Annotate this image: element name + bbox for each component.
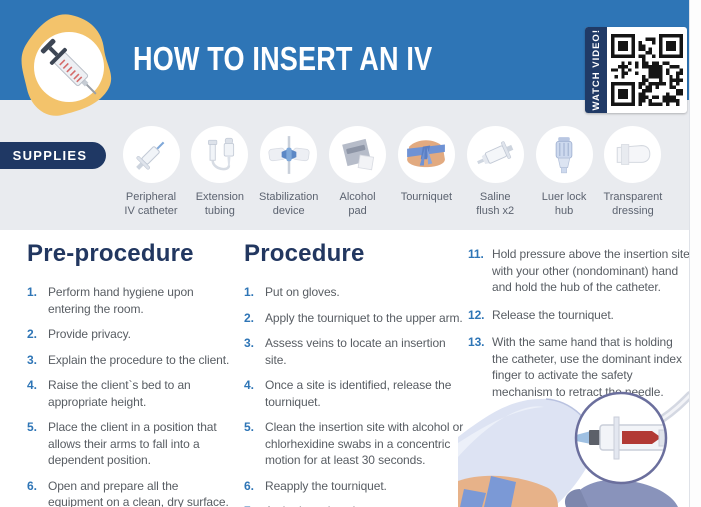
pre-step-5: 5.Place the client in a position that al… [27, 420, 217, 467]
qr-code [607, 27, 687, 113]
pre-step-1: 1.Perform hand hygiene upon entering the… [27, 285, 194, 316]
supplies-label: SUPPLIES [0, 142, 106, 169]
watch-video-banner: WATCH VIDEO! [585, 27, 607, 113]
procedure-continued-section: 11.Hold pressure above the insertion sit… [468, 246, 690, 411]
pre-step-6: 6.Open and prepare all the equipment on … [27, 478, 229, 507]
luer-lock-hub-icon [555, 136, 573, 173]
iv-insertion-illustration [458, 383, 689, 507]
pre-step-3: 3.Explain the procedure to the client. [27, 352, 230, 367]
extension-tubing-icon [207, 137, 234, 170]
procedure-heading: Procedure [244, 240, 365, 267]
proc-step-6: 6.Reapply the tourniquet. [244, 478, 387, 493]
syringe-logo-icon [21, 14, 112, 116]
pre-procedure-section: Pre-procedure 1.Perform hand hygiene upo… [27, 240, 235, 507]
proc-step-2: 2.Apply the tourniquet to the upper arm. [244, 310, 463, 325]
proc-step-4: 4.Once a site is identified, release the… [244, 378, 452, 409]
stabilization-device-icon [268, 135, 310, 174]
procedure-section: Procedure 1.Put on gloves. 2.Apply the t… [244, 240, 465, 507]
page-title: HOW TO INSERT AN IV [133, 40, 433, 77]
pre-step-2: 2.Provide privacy. [27, 327, 131, 341]
transparent-dressing-icon [616, 143, 651, 165]
watch-video-qr: WATCH VIDEO! [585, 27, 687, 113]
saline-flush-icon [477, 140, 514, 164]
pre-procedure-heading: Pre-procedure [27, 240, 194, 267]
proc-step-7: 7.At the insertion site, use your nondom… [244, 503, 465, 507]
tourniquet-icon [407, 139, 446, 167]
watch-video-label: WATCH VIDEO! [590, 29, 602, 111]
proc-step-12: 12.Release the tourniquet. [468, 307, 614, 322]
proc-step-13: 13.With the same hand that is holding th… [468, 335, 682, 399]
proc-step-1: 1.Put on gloves. [244, 285, 340, 299]
alcohol-pad-icon [341, 138, 374, 170]
pre-step-4: 4.Raise the client`s bed to an appropria… [27, 378, 191, 409]
supply-item-tourniquet: Tourniquet [393, 126, 459, 218]
proc-step-5: 5.Clean the insertion site with alcohol … [244, 420, 464, 467]
iv-catheter-icon [136, 141, 165, 170]
proc-step-11: 11.Hold pressure above the insertion sit… [468, 247, 690, 294]
proc-step-3: 3.Assess veins to locate an insertion si… [244, 336, 446, 367]
header-banner: HOW TO INSERT AN IV [0, 0, 689, 100]
